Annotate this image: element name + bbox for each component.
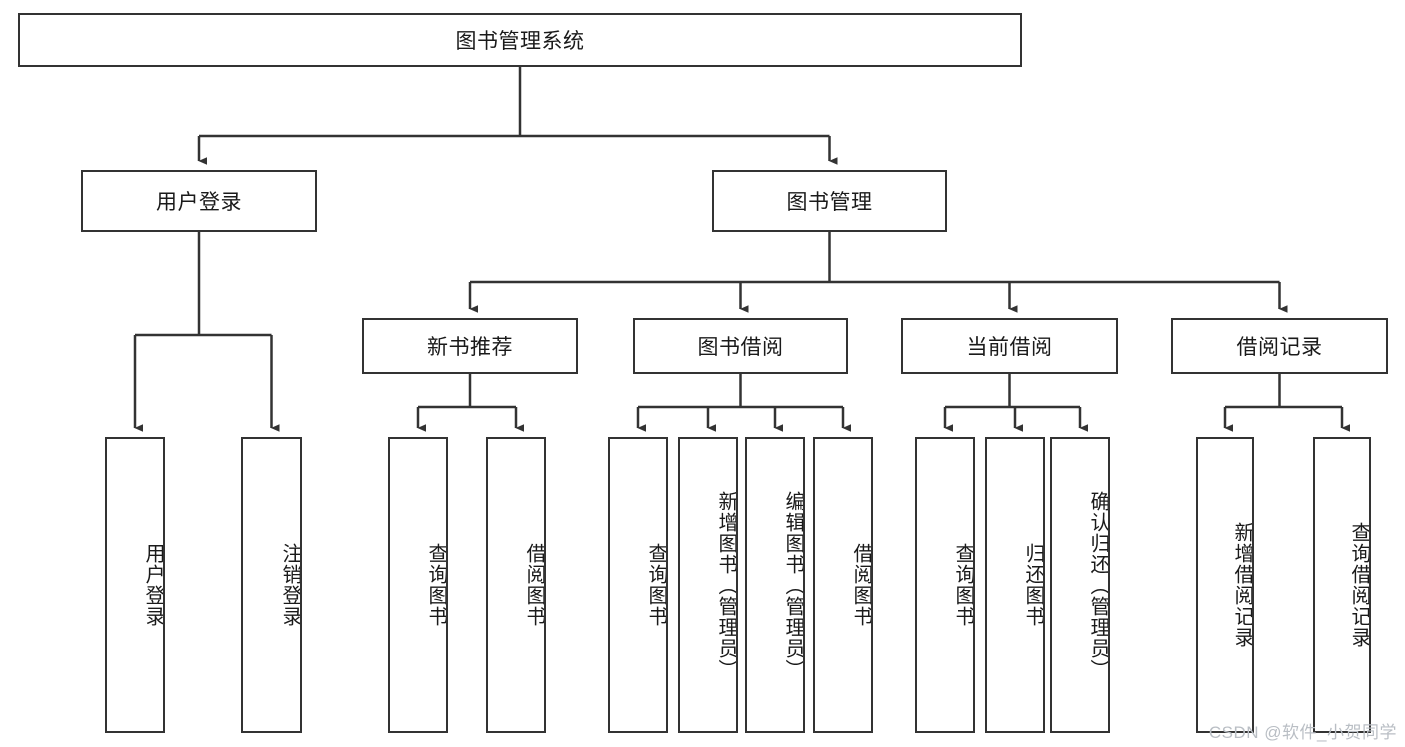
node-root[interactable]: 图书管理系统	[18, 13, 1022, 67]
node-leaf-user-logout[interactable]: 注销登录	[241, 437, 302, 733]
node-label: 借阅图书	[523, 543, 545, 627]
node-label: 图书管理系统	[455, 30, 585, 53]
node-leaf-cur-confirm[interactable]: 确认归还（管理员）	[1050, 437, 1110, 733]
node-l1-book[interactable]: 图书管理	[712, 170, 947, 232]
node-leaf-new-query[interactable]: 查询图书	[388, 437, 448, 733]
node-label: 借阅记录	[1236, 336, 1323, 359]
node-leaf-br-add[interactable]: 新增图书（管理员）	[678, 437, 738, 733]
node-label: 用户登录	[142, 543, 164, 627]
node-label: 查询借阅记录	[1348, 522, 1370, 648]
node-label: 新增图书（管理员）	[715, 490, 737, 680]
node-label: 图书借阅	[697, 336, 784, 359]
node-label: 注销登录	[279, 543, 301, 627]
node-leaf-rec-query[interactable]: 查询借阅记录	[1313, 437, 1371, 733]
node-leaf-new-borrow[interactable]: 借阅图书	[486, 437, 546, 733]
node-leaf-user-login[interactable]: 用户登录	[105, 437, 165, 733]
node-l1-user[interactable]: 用户登录	[81, 170, 317, 232]
node-leaf-cur-return[interactable]: 归还图书	[985, 437, 1045, 733]
edge-group	[133, 67, 1350, 432]
node-l2-borrow[interactable]: 图书借阅	[633, 318, 848, 374]
node-label: 借阅图书	[850, 543, 872, 627]
node-l2-current[interactable]: 当前借阅	[901, 318, 1118, 374]
node-label: 查询图书	[952, 543, 974, 627]
node-leaf-br-edit[interactable]: 编辑图书（管理员）	[745, 437, 805, 733]
node-label: 编辑图书（管理员）	[782, 490, 804, 680]
node-label: 查询图书	[425, 543, 447, 627]
node-leaf-br-query[interactable]: 查询图书	[608, 437, 668, 733]
node-label: 新增借阅记录	[1231, 522, 1253, 648]
node-l2-record[interactable]: 借阅记录	[1171, 318, 1388, 374]
node-label: 确认归还（管理员）	[1087, 490, 1109, 680]
node-leaf-cur-query[interactable]: 查询图书	[915, 437, 975, 733]
node-leaf-br-borrow[interactable]: 借阅图书	[813, 437, 873, 733]
node-label: 图书管理	[786, 191, 873, 214]
node-label: 查询图书	[645, 543, 667, 627]
node-l2-newbook[interactable]: 新书推荐	[362, 318, 578, 374]
node-label: 归还图书	[1022, 543, 1044, 627]
node-leaf-rec-add[interactable]: 新增借阅记录	[1196, 437, 1254, 733]
node-label: 用户登录	[156, 191, 242, 214]
node-label: 新书推荐	[427, 336, 513, 359]
node-label: 当前借阅	[966, 336, 1053, 359]
